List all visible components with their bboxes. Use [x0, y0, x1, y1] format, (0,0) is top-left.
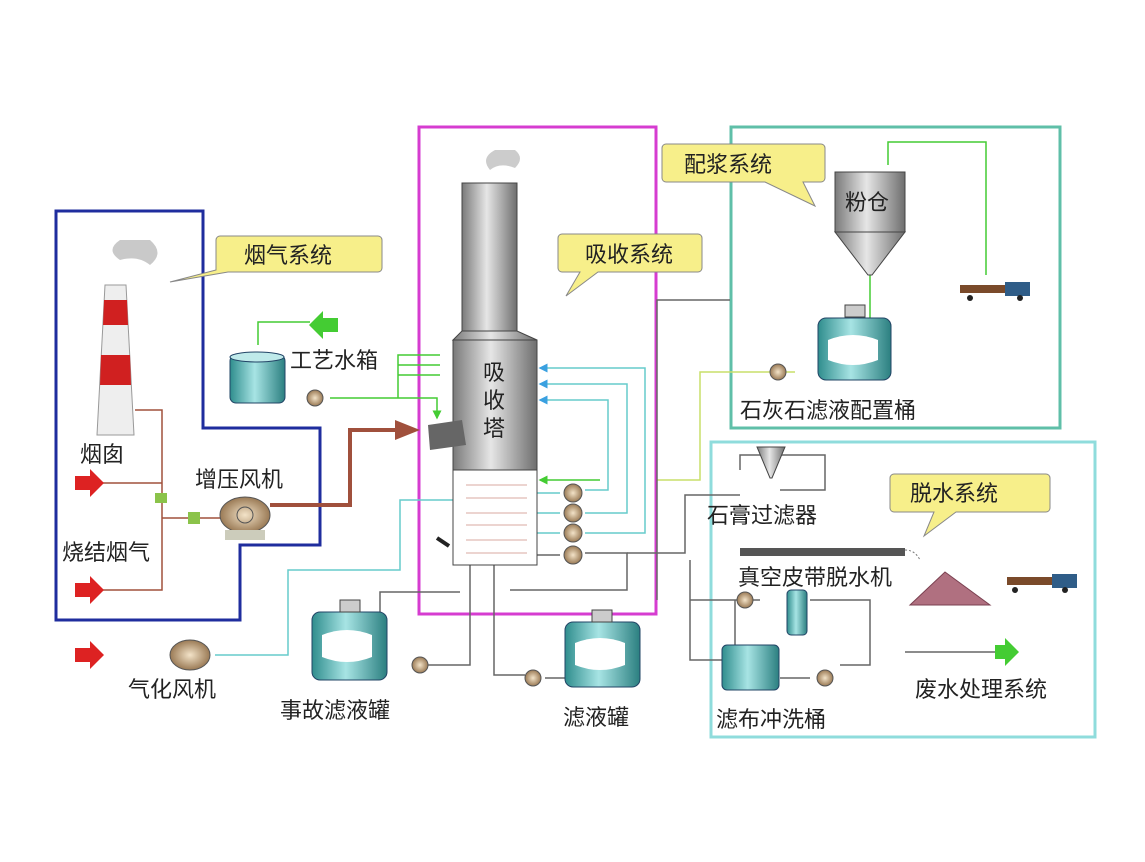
flue-gas-system-box [54, 209, 322, 622]
vacuum-belt-label: 真空皮带脱水机 [738, 566, 892, 591]
absorber-label-1: 吸 [483, 361, 505, 386]
inlet-arrows [75, 311, 1019, 669]
truck-icon [960, 282, 1030, 301]
callout-flue-gas: 烟气系统 [169, 235, 383, 283]
limestone-tank-label: 石灰石滤液配置桶 [740, 399, 916, 424]
booster-fan [155, 493, 271, 540]
gypsum-filter-label: 石膏过滤器 [707, 504, 817, 529]
oxidation-fan-label: 气化风机 [128, 678, 216, 703]
oxidation-fan [169, 639, 211, 671]
powder-silo [833, 171, 907, 276]
chimney [96, 240, 158, 436]
truck-icon [1007, 574, 1077, 593]
gypsum-filter [756, 446, 786, 479]
chimney-label: 烟囱 [80, 443, 124, 468]
cloth-wash-tank-label: 滤布冲洗桶 [716, 708, 826, 733]
vacuum-belt [740, 548, 921, 561]
filtrate-tank-label: 滤液罐 [563, 706, 629, 731]
emergency-tank-label: 事故滤液罐 [280, 699, 390, 724]
cloth-wash-tank-shape [721, 589, 808, 691]
callout-absorption: 吸收系统 [557, 233, 703, 297]
absorber-label-3: 塔 [483, 417, 505, 442]
booster-fan-label: 增压风机 [195, 468, 283, 493]
absorber-label-2: 收 [483, 389, 505, 414]
powder-silo-label: 粉仓 [845, 191, 889, 216]
callout-dewatering-label: 脱水系统 [910, 482, 998, 507]
process-water-tank-label: 工艺水箱 [290, 349, 378, 374]
gypsum-pile [908, 571, 992, 606]
slurry-system-box [729, 125, 1062, 430]
callout-dewatering: 脱水系统 [889, 473, 1051, 538]
callout-flue-gas-label: 烟气系统 [244, 244, 332, 269]
dewatering-system-box [709, 440, 1097, 739]
callout-slurry: 配浆系统 [661, 143, 826, 208]
sinter-gas-label: 烧结烟气 [62, 541, 150, 566]
process-water-tank [229, 351, 286, 404]
limestone-tank [817, 304, 892, 381]
pipes [90, 141, 995, 679]
absorption-system-box [417, 125, 658, 616]
emergency-tank [311, 599, 388, 681]
callout-slurry-label: 配浆系统 [684, 153, 772, 178]
filtrate-tank-shape [564, 609, 641, 688]
absorber-tower [428, 150, 538, 566]
wastewater-label: 废水处理系统 [915, 678, 1047, 703]
callout-absorption-label: 吸收系统 [585, 243, 673, 268]
pumps [306, 363, 834, 687]
